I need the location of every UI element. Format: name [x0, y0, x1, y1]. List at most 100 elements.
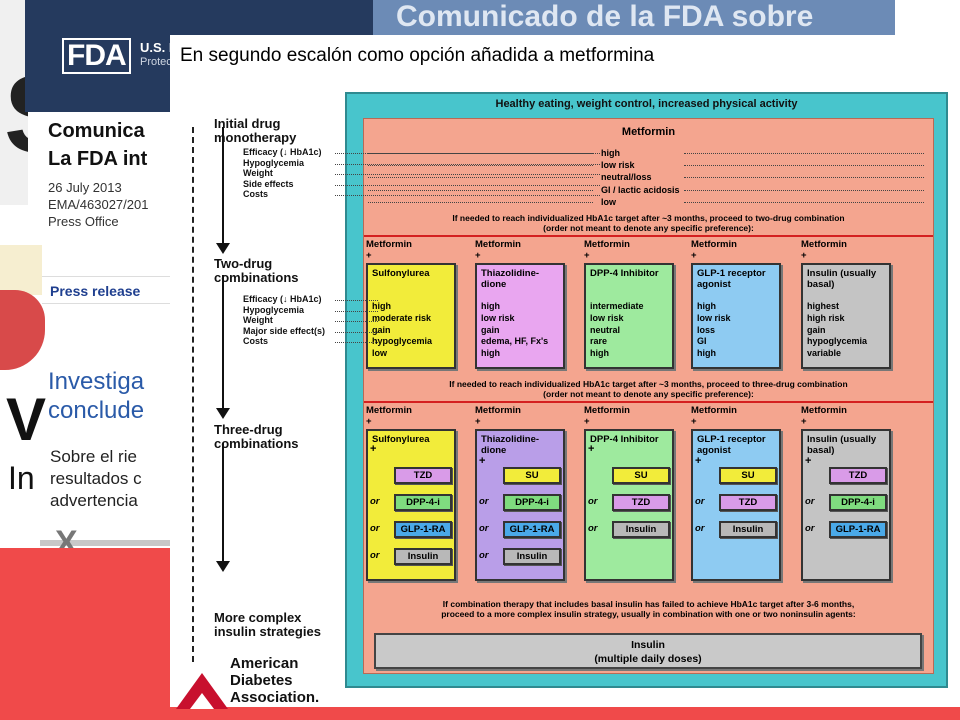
drug-value: high	[481, 348, 500, 359]
combo-option-insulin: Insulin	[394, 548, 452, 565]
combo-option-dpp-4-i: DPP-4-i	[394, 494, 452, 511]
leader-line	[684, 189, 924, 191]
leader-line	[684, 201, 924, 203]
arrow-down-icon	[216, 408, 230, 419]
leader-line	[368, 189, 593, 191]
combo-option-dpp-4-i: DPP-4-i	[829, 494, 887, 511]
column-head-metformin: Metformin +	[691, 405, 737, 427]
drug-value: high risk	[807, 312, 845, 323]
drug-value: GI	[697, 336, 707, 347]
drug-value: gain	[372, 324, 391, 335]
background-investiga: Investiga conclude	[48, 368, 144, 426]
criteria-label: Efficacy (↓ HbA1c)	[243, 294, 322, 304]
leader-line	[335, 300, 378, 301]
slide-title: En segundo escalón como opción añadida a…	[180, 45, 655, 66]
drug-box-1: Thiazolidine- dione	[475, 263, 565, 369]
drug-value: hypoglycemia	[807, 336, 868, 347]
plus-sign: +	[695, 455, 702, 467]
leader-line	[684, 177, 924, 179]
drug-value: gain	[481, 324, 500, 335]
combo-option-tzd: TZD	[612, 494, 670, 511]
leader-line	[335, 174, 600, 175]
background-body-line: advertencia	[50, 491, 138, 510]
metformin-value-row: GI / lactic acidosis	[601, 184, 680, 196]
or-label: or	[370, 496, 380, 507]
background-investiga-line: conclude	[48, 396, 145, 424]
combo-option-tzd: TZD	[394, 467, 452, 484]
criteria-label: Costs	[243, 336, 269, 346]
drug-value: variable	[807, 348, 842, 359]
plus-sign: +	[370, 443, 377, 455]
metformin-value-row: low	[601, 196, 680, 208]
leader-line	[335, 195, 600, 196]
criteria-label: Hypoglycemia	[243, 157, 305, 168]
background-body-line: Sobre el rie	[50, 447, 137, 466]
drug-value: edema, HF, Fx's	[481, 336, 549, 347]
drug-box-3: GLP-1 receptor agonist	[691, 263, 781, 369]
combo-option-su: SU	[503, 467, 561, 484]
leader-line	[684, 153, 924, 154]
leader-line	[335, 331, 378, 333]
leader-line	[368, 201, 593, 203]
ada-wordmark: American Diabetes Association.	[230, 655, 319, 706]
drug-value: high	[697, 348, 716, 359]
note-three-drug: If needed to reach individualized HbA1c …	[449, 379, 848, 399]
drug-value: low	[372, 348, 387, 359]
plus-sign: +	[479, 455, 486, 467]
leader-line	[335, 310, 378, 312]
drug-value: low risk	[481, 312, 515, 323]
arrow-line	[222, 127, 224, 245]
drug-value: high	[697, 301, 716, 311]
metformin-value-row: neutral/loss	[601, 171, 680, 183]
leader-line	[684, 165, 924, 167]
combo-option-glp-1-ra: GLP-1-RA	[394, 521, 452, 538]
drug-value: low risk	[697, 312, 731, 323]
arrow-down-icon	[216, 561, 230, 572]
drug-value: rare	[590, 336, 608, 347]
ada-line: Diabetes	[230, 672, 293, 689]
treatment-algorithm-panel: En segundo escalón como opción añadida a…	[170, 35, 960, 709]
criteria-label: Weight	[243, 315, 273, 325]
drug-value: highest	[807, 301, 840, 311]
dashed-bracket	[192, 127, 204, 662]
metformin-title: Metformin	[621, 126, 676, 138]
background-ema-ref: EMA/463027/201	[48, 197, 149, 212]
combo-option-glp-1-ra: GLP-1-RA	[829, 521, 887, 538]
criteria-label: Major side effect(s)	[243, 325, 326, 336]
drug-value: neutral	[590, 324, 621, 335]
background-letter: In	[8, 460, 35, 496]
plus-sign: +	[805, 455, 812, 467]
fda-logo: FDA	[62, 38, 131, 74]
leader-line	[368, 165, 593, 167]
column-head-metformin: Metformin +	[584, 405, 630, 427]
combo-option-insulin: Insulin	[612, 521, 670, 538]
or-label: or	[479, 550, 489, 561]
drug-value: high	[481, 301, 500, 311]
background-body-line: resultados c	[50, 469, 142, 488]
combo-option-su: SU	[612, 467, 670, 484]
column-head-metformin: Metformin +	[801, 405, 847, 427]
note-two-drug: If needed to reach individualized HbA1c …	[452, 213, 845, 233]
background-letter: V	[6, 386, 47, 453]
or-label: or	[479, 523, 489, 534]
metformin-value: high	[601, 148, 620, 158]
criteria-label: Weight	[243, 168, 273, 178]
plus-sign: +	[588, 443, 595, 455]
or-label: or	[588, 496, 598, 507]
drug-value: intermediate	[590, 301, 644, 311]
background-red-shape	[0, 290, 45, 370]
combo-option-su: SU	[719, 467, 777, 484]
drug-value: hypoglycemia	[372, 336, 433, 347]
arrow-line	[222, 443, 224, 563]
background-body-text: Sobre el rie resultados c advertencia	[50, 446, 142, 512]
or-label: or	[370, 550, 380, 561]
combo-option-insulin: Insulin	[719, 521, 777, 538]
background-press-release-bar	[42, 276, 172, 304]
drug-value: high	[372, 301, 391, 311]
